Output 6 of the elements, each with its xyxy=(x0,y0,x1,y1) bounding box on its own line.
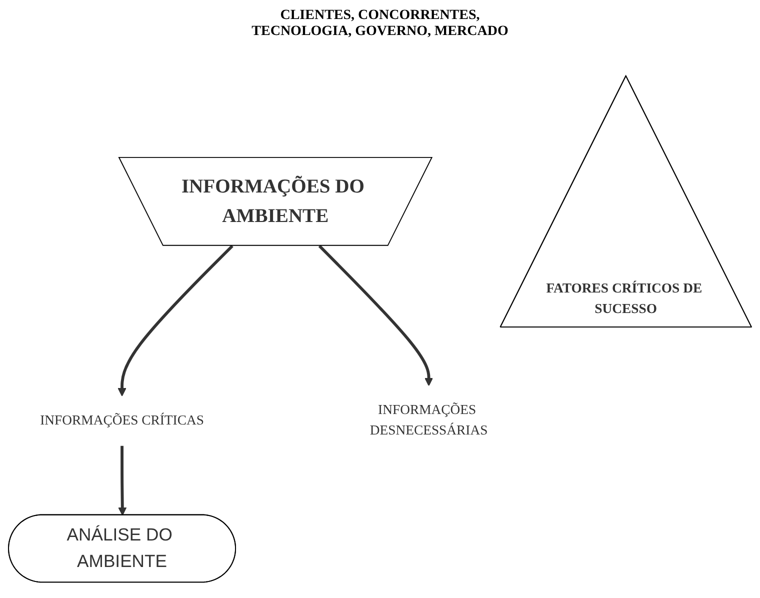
arrow xyxy=(318,244,434,386)
note-text: CLIENTES, CONCORRENTES, TECNOLOGIA, GOVERNO, MERCADO xyxy=(250,8,510,40)
arrow xyxy=(118,244,234,396)
node-text: INFORMAÇÕES DESNECESSÁRIAS xyxy=(370,403,488,438)
arrow xyxy=(118,446,127,516)
node-text: INFORMAÇÕES CRÍTICAS xyxy=(40,414,204,428)
